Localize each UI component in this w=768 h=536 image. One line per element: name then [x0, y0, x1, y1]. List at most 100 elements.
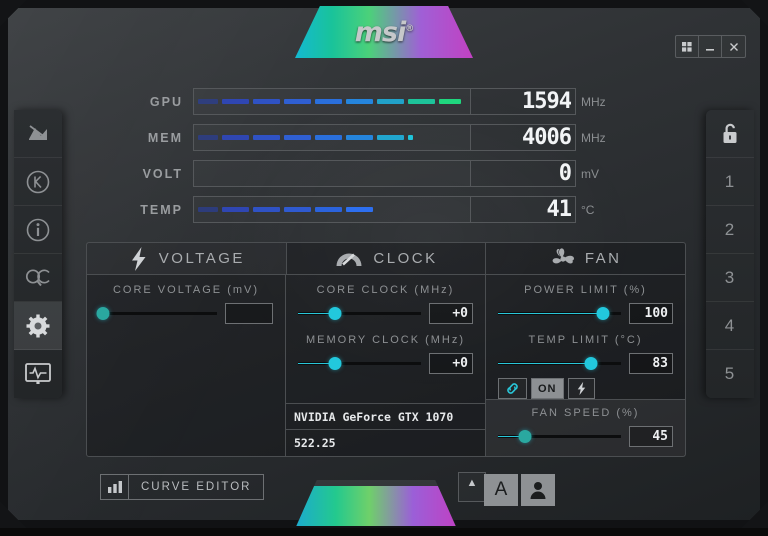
profile-action-buttons: A — [484, 474, 555, 506]
monitor-readouts: GPU 1594 MHz MEM 4006 MHz VOLT 0 mV TEMP… — [140, 88, 620, 232]
power-limit-slider[interactable] — [498, 307, 621, 321]
core-clock-value[interactable]: +0 — [429, 303, 473, 324]
tab-clock[interactable]: CLOCK — [287, 243, 487, 274]
auto-apply-label: A — [494, 479, 508, 500]
logo-rgb-edge — [295, 6, 473, 58]
auto-apply-button[interactable]: A — [484, 474, 518, 506]
power-limit-fill — [498, 313, 603, 314]
fan-speed-knob[interactable] — [518, 430, 532, 443]
monitor-row-volt: VOLT 0 mV — [140, 160, 620, 187]
sidebar-item-monitoring[interactable] — [14, 350, 62, 398]
fan-speed-control: FAN SPEED (%) 45 — [486, 399, 685, 456]
memory-clock-slider[interactable] — [298, 357, 421, 371]
memory-clock-value[interactable]: +0 — [429, 353, 473, 374]
profile-slot-4[interactable]: 4 — [706, 302, 754, 350]
power-limit-value[interactable]: 100 — [629, 303, 673, 324]
windows-snap-icon — [682, 41, 692, 52]
power-limit-row: 100 — [498, 303, 673, 324]
power-limit-knob[interactable] — [596, 307, 610, 320]
monitor-segment — [408, 99, 435, 104]
right-sidebar: 1 2 3 4 5 — [706, 110, 754, 398]
fan-column: POWER LIMIT (%) 100 TEMP LIMIT (°C) — [486, 275, 685, 456]
tab-fan[interactable]: FAN — [486, 243, 685, 274]
monitor-segment — [315, 99, 342, 104]
temp-limit-value[interactable]: 83 — [629, 353, 673, 374]
core-voltage-value[interactable] — [225, 303, 273, 324]
curve-editor-icon-wrap — [101, 475, 129, 499]
monitor-segment — [315, 135, 342, 140]
core-voltage-knob[interactable] — [96, 307, 110, 320]
monitor-segment — [198, 135, 218, 140]
sidebar-item-settings[interactable] — [14, 302, 62, 350]
prioritize-power-button[interactable] — [567, 378, 595, 399]
limits-on-label: ON — [538, 382, 557, 395]
sidebar-item-kombustor[interactable] — [14, 158, 62, 206]
tab-fan-label: FAN — [584, 250, 622, 267]
monitor-row-temp: TEMP 41 °C — [140, 196, 620, 223]
monitor-label-mem: MEM — [147, 130, 183, 145]
unlock-padlock-button[interactable] — [706, 110, 754, 158]
core-voltage-slider[interactable] — [96, 307, 217, 321]
monitor-row-gpu: GPU 1594 MHz — [140, 88, 620, 115]
core-clock-fill — [298, 313, 335, 314]
core-voltage-control: CORE VOLTAGE (mV) — [87, 275, 285, 328]
gpu-driver-version: 522.25 — [294, 436, 336, 450]
sidebar-item-oc-scanner[interactable] — [14, 254, 62, 302]
tab-bar: VOLTAGE CLOCK — [87, 243, 685, 275]
fan-speed-fill — [498, 436, 526, 437]
windows-snap-button[interactable] — [676, 36, 699, 57]
monitor-value-temp: 41 — [471, 196, 576, 223]
sidebar-item-osd[interactable] — [14, 110, 62, 158]
fan-speed-slider[interactable] — [498, 430, 621, 444]
user-profile-button[interactable] — [521, 474, 555, 506]
core-voltage-track — [99, 312, 217, 315]
profile-slot-3-label: 3 — [724, 267, 736, 287]
bottom-bar: CURVE EDITOR ▲ A — [0, 472, 752, 526]
monitor-segment — [284, 207, 311, 212]
osd-icon — [29, 124, 47, 140]
monitor-bar-mem — [193, 124, 471, 151]
monitor-label-volt: VOLT — [142, 166, 183, 181]
profile-slot-2[interactable]: 2 — [706, 206, 754, 254]
monitor-segment — [222, 99, 249, 104]
close-button[interactable] — [722, 36, 745, 57]
monitoring-icon — [25, 363, 51, 384]
window-shell — [8, 8, 760, 520]
temp-limit-control: TEMP LIMIT (°C) 83 — [486, 328, 685, 374]
profile-slot-3[interactable]: 3 — [706, 254, 754, 302]
core-clock-row: +0 — [298, 303, 473, 324]
sidebar-item-info[interactable] — [14, 206, 62, 254]
minimize-button[interactable] — [699, 36, 722, 57]
expand-arrow-icon: ▲ — [466, 477, 478, 489]
monitor-segment — [346, 207, 373, 212]
corner-bottom-right — [742, 502, 768, 528]
monitor-segment — [198, 99, 218, 104]
limits-on-toggle[interactable]: ON — [531, 378, 564, 399]
expand-button[interactable]: ▲ — [458, 472, 486, 502]
memory-clock-row: +0 — [298, 353, 473, 374]
msi-logo-plate: msi® — [295, 6, 473, 58]
curve-editor-button[interactable]: CURVE EDITOR — [100, 474, 265, 500]
temp-limit-row: 83 — [498, 353, 673, 374]
tab-voltage-label: VOLTAGE — [158, 250, 245, 267]
tab-voltage[interactable]: VOLTAGE — [87, 243, 287, 274]
window-controls — [675, 35, 746, 58]
monitor-value-gpu: 1594 — [471, 88, 576, 115]
fan-speed-value[interactable]: 45 — [629, 426, 673, 447]
link-limits-button[interactable] — [498, 378, 527, 399]
profile-slot-1[interactable]: 1 — [706, 158, 754, 206]
profile-slot-5[interactable]: 5 — [706, 350, 754, 398]
monitor-unit-gpu: MHz — [581, 94, 606, 109]
memory-clock-knob[interactable] — [328, 357, 342, 370]
core-clock-label: CORE CLOCK (MHz) — [316, 284, 455, 296]
monitor-bar-volt — [193, 160, 471, 187]
bolt-small-icon — [577, 381, 585, 396]
fan-icon — [552, 247, 574, 264]
core-clock-slider[interactable] — [298, 307, 421, 321]
core-clock-knob[interactable] — [328, 307, 342, 320]
monitor-segment — [284, 99, 311, 104]
temp-limit-slider[interactable] — [498, 357, 621, 371]
temp-limit-knob[interactable] — [584, 357, 598, 370]
bar-chart-icon — [107, 481, 122, 493]
